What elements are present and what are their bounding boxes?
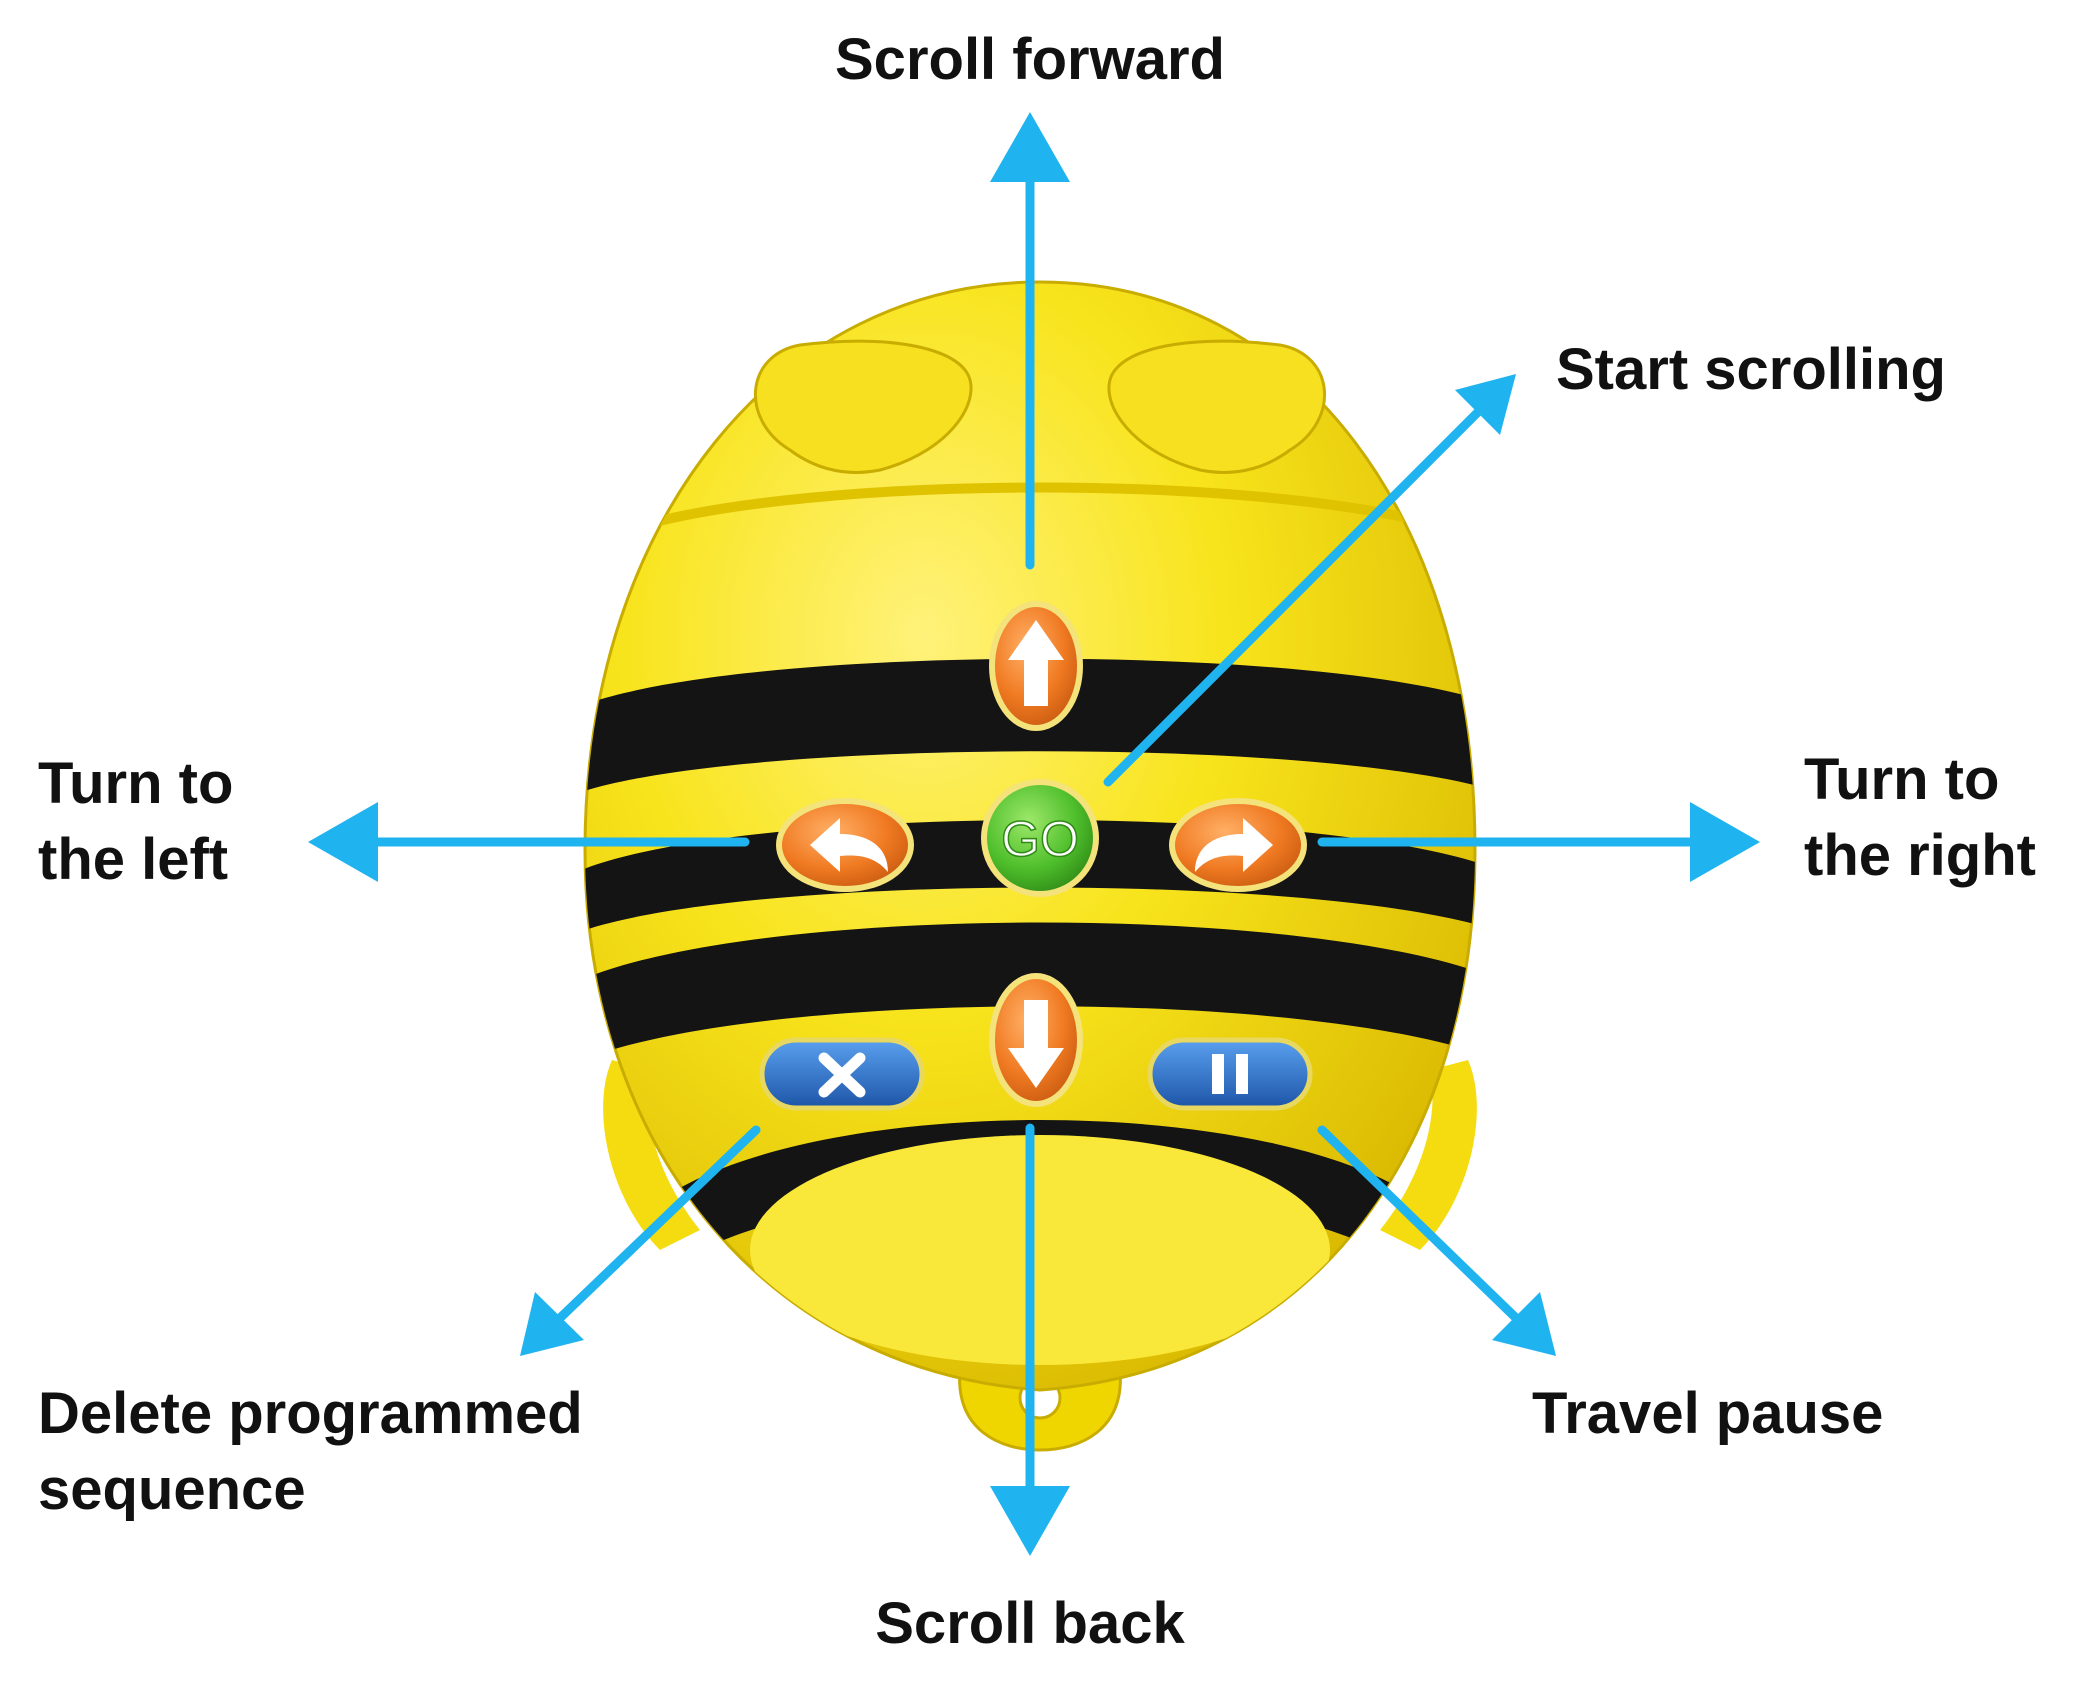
arrow-up-icon — [1008, 620, 1064, 706]
stripe-4 — [620, 1120, 1460, 1310]
label-turn-left: Turn to the left — [38, 746, 233, 898]
go-button[interactable]: GO — [981, 779, 1099, 897]
arrow-turn-right — [1317, 802, 1760, 882]
turn-right-button[interactable] — [1169, 798, 1307, 892]
arrow-scroll-forward — [990, 112, 1070, 570]
label-turn-right: Turn to the right — [1804, 742, 2036, 894]
label-delete-line1: Delete programmed — [38, 1381, 583, 1446]
turn-right-icon — [1195, 818, 1273, 872]
arrow-turn-left — [308, 802, 750, 882]
arrow-delete-sequence — [520, 1125, 761, 1356]
label-start-scrolling: Start scrolling — [1556, 337, 1946, 402]
go-label: GO — [1001, 811, 1079, 867]
label-scroll-back: Scroll back — [875, 1591, 1185, 1656]
arrow-down-icon — [1008, 1000, 1064, 1088]
back-button[interactable] — [989, 973, 1083, 1107]
label-turn-right-line1: Turn to — [1804, 747, 2000, 812]
label-delete-sequence: Delete programmed sequence — [38, 1376, 583, 1528]
arrow-start-scrolling — [1103, 374, 1516, 787]
turn-left-icon — [810, 818, 888, 872]
pause-button[interactable] — [1147, 1037, 1313, 1111]
forward-button[interactable] — [989, 601, 1083, 731]
callout-arrows — [308, 112, 1760, 1556]
turn-left-button[interactable] — [776, 798, 914, 892]
label-turn-right-line2: the right — [1804, 823, 2036, 888]
label-delete-line2: sequence — [38, 1457, 306, 1522]
bee-ears — [754, 339, 1326, 474]
arrow-travel-pause — [1317, 1125, 1556, 1356]
clear-button[interactable] — [759, 1037, 925, 1111]
label-turn-left-line2: the left — [38, 827, 229, 892]
label-turn-left-line1: Turn to — [38, 751, 234, 816]
label-scroll-forward: Scroll forward — [835, 27, 1225, 92]
label-travel-pause: Travel pause — [1532, 1381, 1884, 1446]
arrow-scroll-back — [990, 1123, 1070, 1556]
pause-icon — [1212, 1054, 1248, 1094]
x-icon — [818, 1052, 866, 1098]
